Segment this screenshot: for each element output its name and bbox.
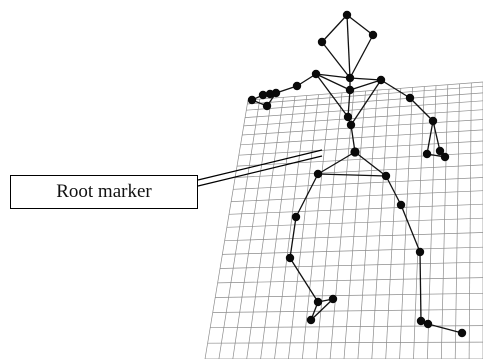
skeleton-bone (385, 175, 402, 206)
joint-marker (416, 316, 426, 326)
joint-marker (405, 93, 415, 103)
grid-line-vertical (260, 96, 296, 359)
joint-marker (247, 95, 257, 105)
skeleton-joints (247, 10, 467, 338)
grid-line-vertical (218, 99, 261, 359)
skeleton-bone (310, 298, 334, 321)
grid-line-vertical (204, 99, 249, 359)
grid-line-vertical (343, 90, 366, 359)
joint-marker (342, 10, 352, 20)
callout-label: Root marker (56, 181, 152, 202)
grid-line-vertical (288, 94, 319, 359)
grid-line-vertical (468, 82, 472, 359)
joint-marker (396, 200, 406, 210)
joint-marker (428, 116, 438, 126)
joint-marker (368, 30, 378, 40)
joint-marker (376, 75, 386, 85)
joint-marker (346, 120, 356, 130)
callout-leader-upper (197, 149, 323, 181)
skeleton-bone (321, 41, 351, 79)
skeleton-bone (349, 79, 382, 91)
skeleton-bone (349, 34, 374, 79)
skeleton-bone (427, 323, 463, 334)
joint-marker (435, 146, 445, 156)
joint-marker (311, 69, 321, 79)
joint-marker (313, 297, 323, 307)
joint-marker (317, 37, 327, 47)
callout-leader-lines (197, 149, 323, 187)
skeleton-bone (350, 79, 382, 126)
joint-marker (262, 101, 272, 111)
grid-line-vertical (329, 91, 355, 359)
grid-line-vertical (274, 95, 308, 359)
joint-marker (422, 149, 432, 159)
skeleton-bone (315, 73, 351, 79)
skeleton-bone (295, 173, 319, 218)
skeleton-bone (346, 14, 374, 36)
joint-marker (313, 169, 323, 179)
joint-marker (306, 315, 316, 325)
grid-line-vertical (454, 83, 460, 359)
grid-line-vertical (301, 93, 331, 359)
joint-marker (265, 89, 275, 99)
grid-line-vertical (427, 85, 437, 359)
joint-marker (457, 328, 467, 338)
skeleton-bone (317, 173, 387, 177)
skeleton-bone (315, 73, 351, 91)
skeleton-bone (409, 97, 434, 122)
grid-line-vertical (413, 86, 425, 359)
grid-line-vertical (232, 98, 272, 359)
skeleton-bone (349, 77, 382, 81)
skeleton-bone (317, 151, 356, 175)
joint-marker (345, 85, 355, 95)
skeleton-bone (419, 251, 422, 322)
skeleton-bone (346, 14, 351, 79)
skeleton-bone (289, 257, 319, 303)
joint-marker (292, 81, 302, 91)
grid-line-vertical (315, 92, 343, 359)
joint-marker (343, 112, 353, 122)
grid-line-vertical (371, 89, 390, 359)
joint-marker (415, 247, 425, 257)
root-marker (350, 147, 360, 157)
joint-marker (258, 90, 268, 100)
joint-marker (423, 319, 433, 329)
joint-marker (440, 152, 450, 162)
floor-grid (204, 81, 483, 359)
grid-line-vertical (357, 90, 378, 359)
skeleton-bone (400, 204, 421, 253)
skeleton-bone (426, 120, 434, 155)
joint-marker (345, 73, 355, 83)
grid-line-vertical (385, 88, 402, 359)
skeleton-bone (321, 14, 348, 43)
callout-leader-lower (197, 155, 323, 187)
grid-line-vertical (246, 97, 284, 359)
joint-marker (285, 253, 295, 263)
joint-marker (328, 294, 338, 304)
skeleton-bone (289, 216, 297, 259)
grid-line-vertical (399, 87, 413, 359)
skeleton-bone (347, 89, 351, 118)
root-marker-callout: Root marker (10, 175, 198, 209)
grid-line-vertical (440, 84, 449, 359)
skeleton-bone (315, 73, 349, 118)
joint-marker (381, 171, 391, 181)
skeleton-bone (432, 120, 441, 152)
skeleton-bone (354, 151, 387, 177)
joint-marker (291, 212, 301, 222)
skeleton-bone (380, 79, 411, 99)
